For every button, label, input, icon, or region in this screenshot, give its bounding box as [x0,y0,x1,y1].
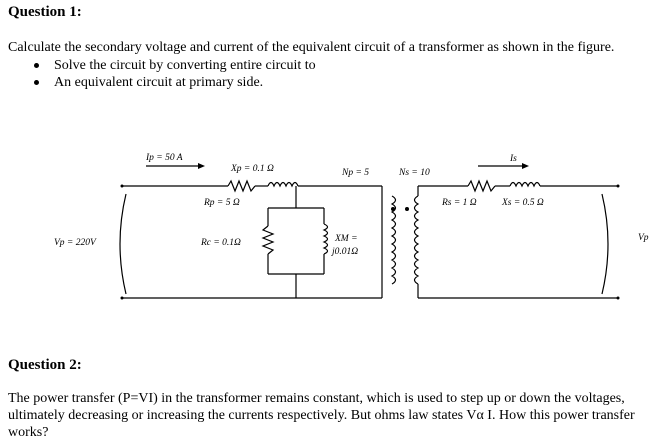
resistor-rp [227,179,256,193]
label-np: Np = 5 [341,168,369,178]
question-1-intro: Calculate the secondary voltage and curr… [8,40,615,55]
label-ip: Ip = 50 A [145,153,183,163]
bullet-item: Solve the circuit by converting entire c… [34,57,316,74]
label-xm-top: XM = [334,234,358,244]
question-2-heading: Question 2: [8,357,82,373]
question-2-text: The power transfer (P=VI) in the transfo… [8,391,635,440]
secondary-dot-icon [405,207,409,211]
label-rc: Rc = 0.1Ω [200,238,241,248]
primary-dot-icon [391,207,395,211]
label-xm-bottom: j0.01Ω [330,247,358,257]
label-ns: Ns = 10 [398,168,430,178]
bullet-item: An equivalent circuit at primary side. [34,74,316,91]
secondary-winding [413,195,420,285]
primary-winding [390,195,397,285]
label-rs: Rs = 1 Ω [441,198,477,208]
primary-voltage-bracket [119,193,127,295]
label-vp-left: Vp = 220V [54,238,97,248]
label-vp-right: Vp [638,233,649,243]
label-rp: Rp = 5 Ω [203,198,240,208]
label-xs: Xs = 0.5 Ω [501,198,544,208]
label-xp: Xp = 0.1 Ω [230,164,274,174]
inductor-xp [267,181,299,188]
bullet-dot-icon [34,80,39,85]
secondary-voltage-bracket [601,193,609,295]
question-1-heading: Question 1: [8,4,82,20]
question-1-bullets: Solve the circuit by converting entire c… [34,57,316,91]
label-is: Is [509,154,517,164]
bullet-dot-icon [34,63,39,68]
inductor-xs [509,181,541,188]
resistor-rc [261,225,275,255]
resistor-rs [467,179,496,193]
inductor-xm [322,223,329,255]
